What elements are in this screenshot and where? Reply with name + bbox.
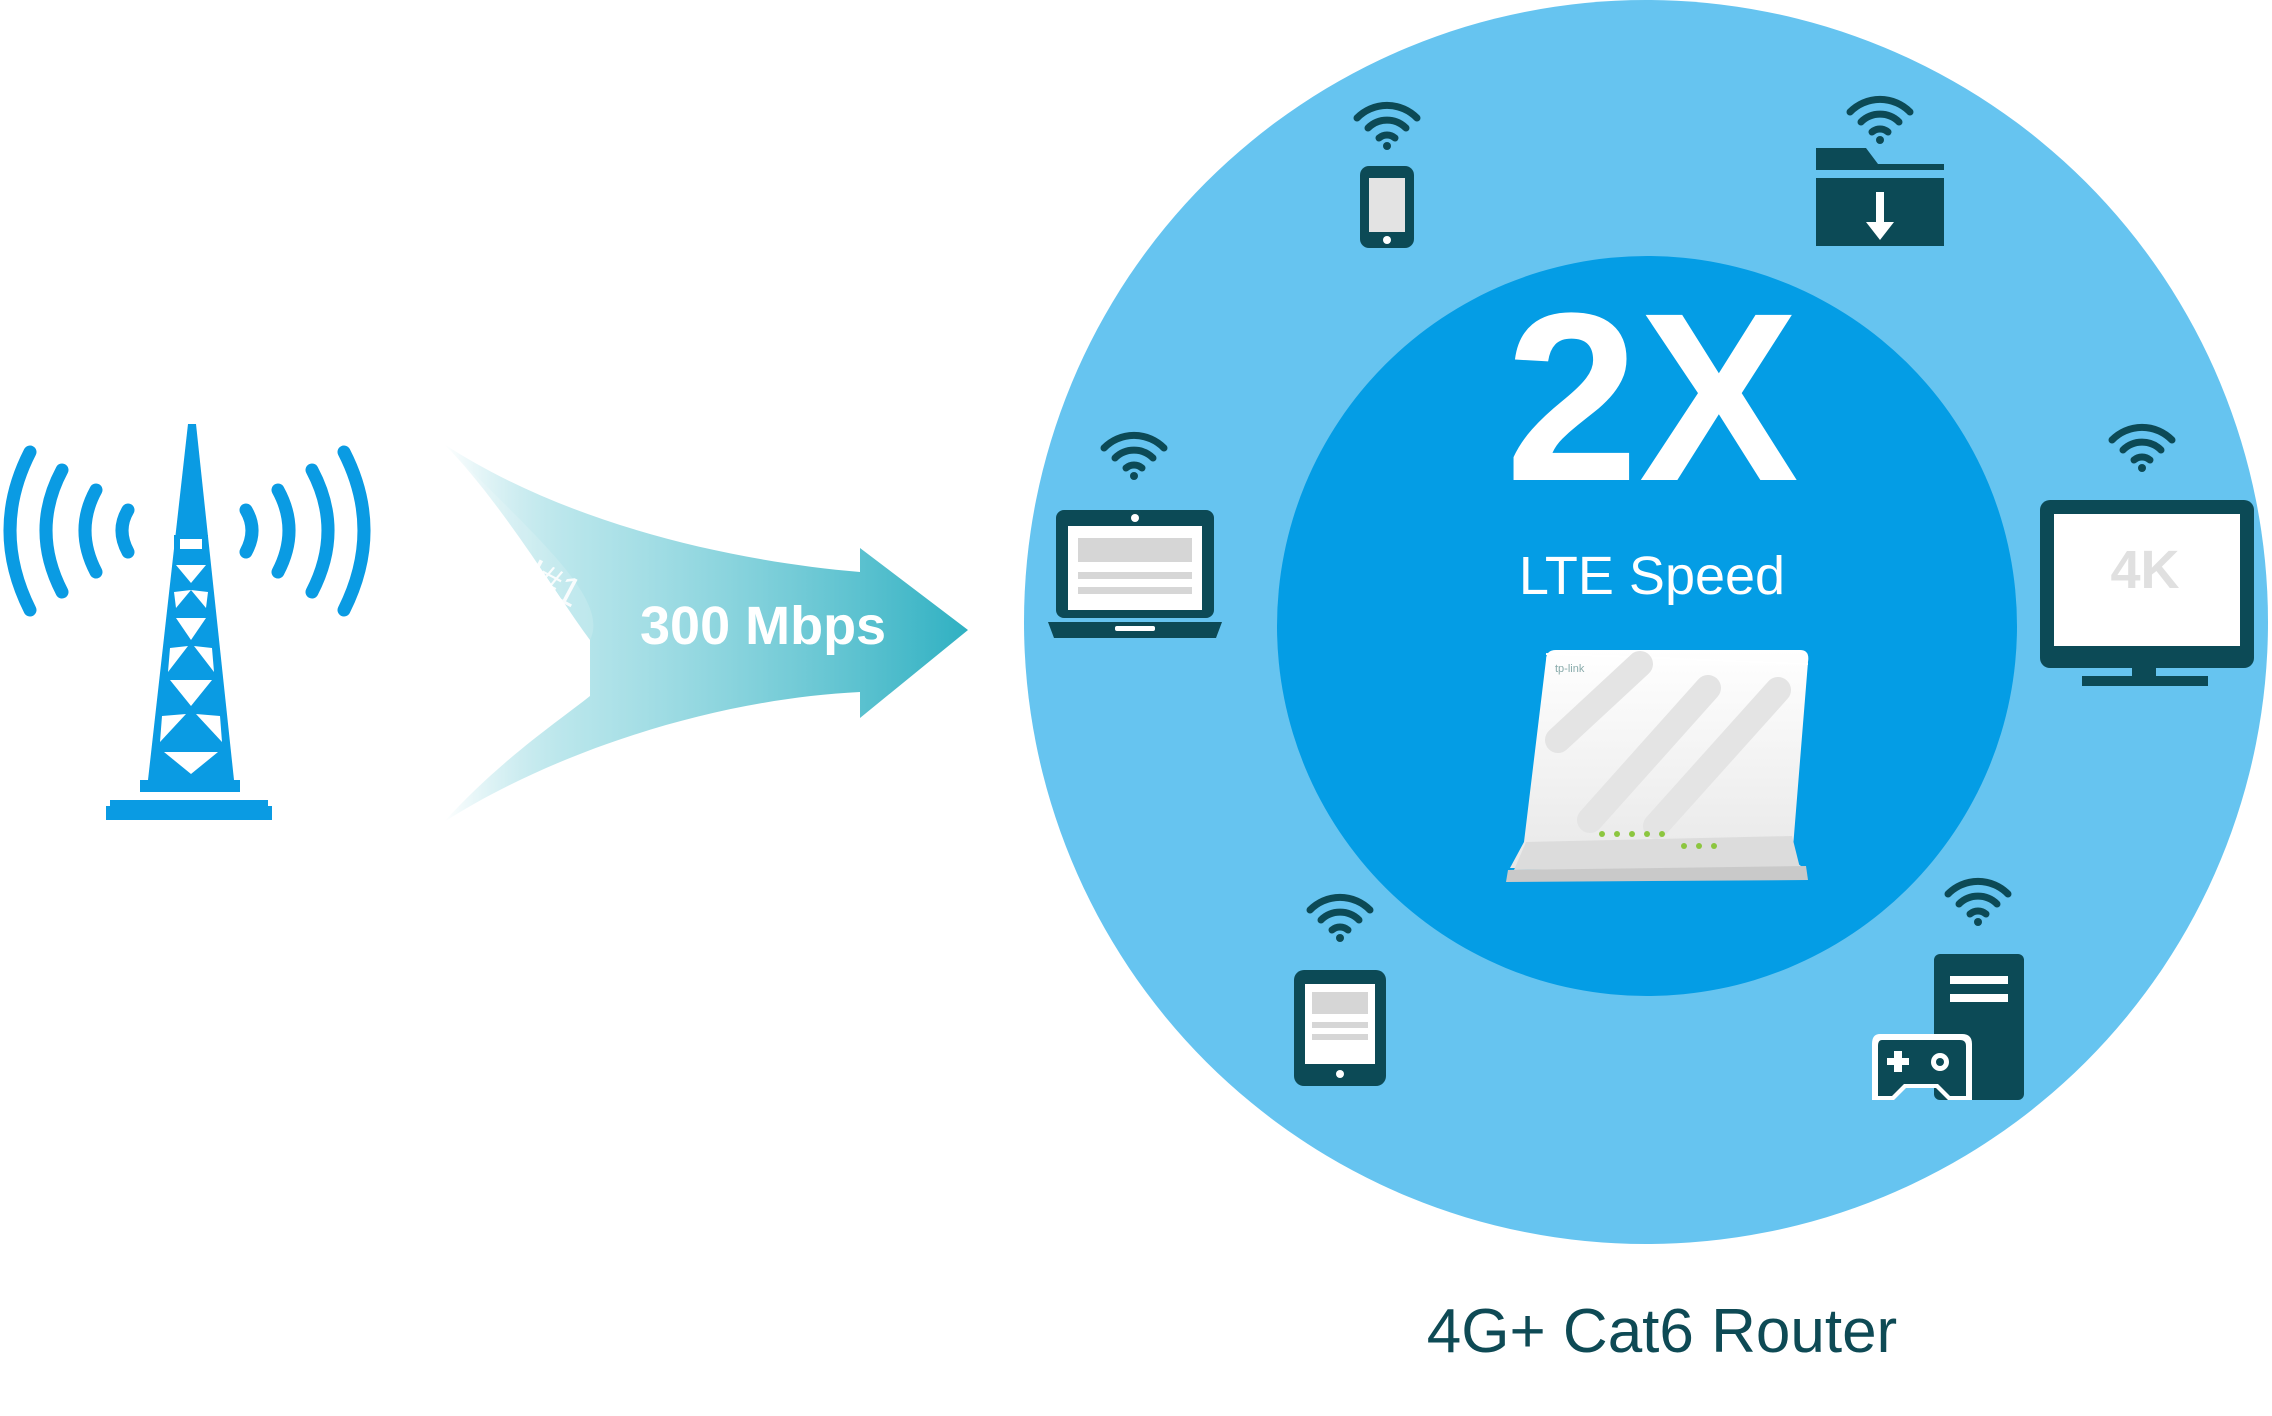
- router-image: tp-link: [1506, 650, 1809, 882]
- merged-signal-arrow: CH#1 CH#2 300 Mbps: [444, 444, 968, 822]
- coverage-inner-circle: [1277, 256, 2017, 996]
- smartphone-icon: [1357, 105, 1417, 248]
- tv-4k-icon: 4K: [2040, 427, 2254, 686]
- download-folder-icon: [1816, 99, 1944, 246]
- speed-label: 300 Mbps: [640, 596, 886, 656]
- router-caption: 4G+ Cat6 Router: [1427, 1297, 1897, 1366]
- tv-4k-label: 4K: [2110, 540, 2179, 600]
- gaming-pc-icon: [1872, 881, 2024, 1100]
- speed-multiplier: 2X: [1505, 263, 1799, 531]
- tablet-icon: [1294, 897, 1386, 1086]
- speed-subtitle: LTE Speed: [1519, 546, 1785, 606]
- svg-text:tp-link: tp-link: [1555, 663, 1585, 675]
- signal-tower-icon: [3, 424, 371, 820]
- laptop-icon: [1048, 435, 1222, 638]
